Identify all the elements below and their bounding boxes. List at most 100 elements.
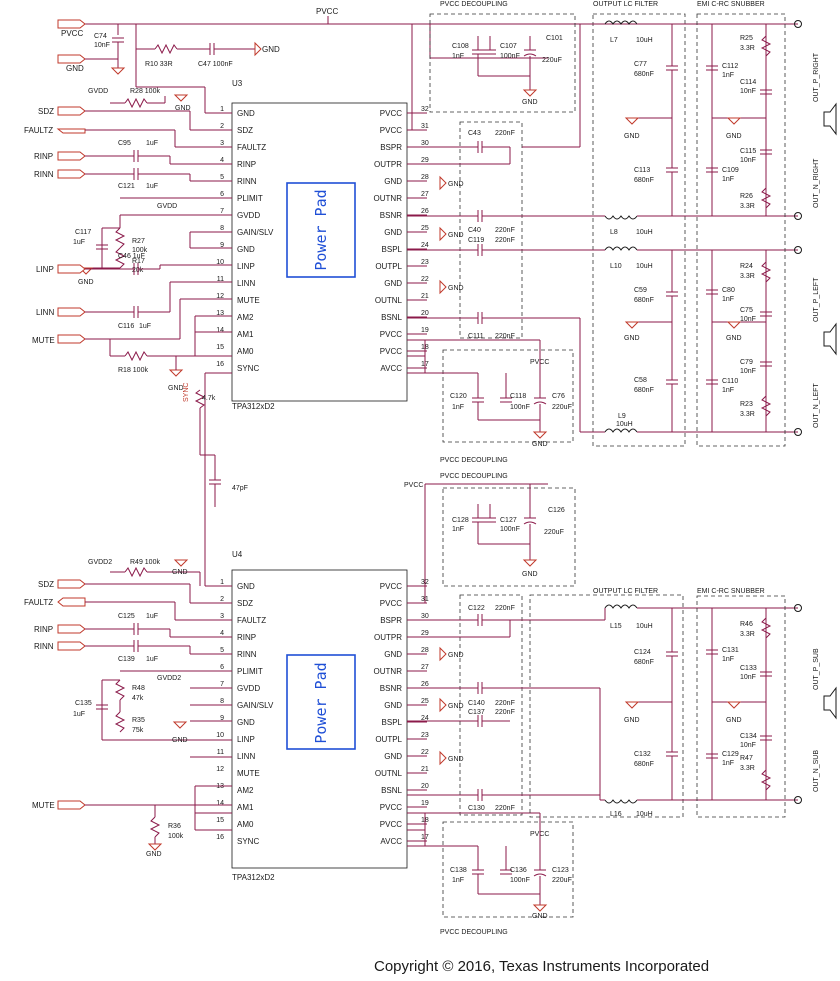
port-rinn-u4-label: RINN bbox=[34, 642, 54, 651]
ic-pin-name: OUTPR bbox=[374, 633, 402, 642]
port-pvcc[interactable] bbox=[57, 19, 86, 29]
snubber-box-u3 bbox=[696, 13, 786, 447]
c127-ref: C127 bbox=[500, 517, 517, 524]
c115-val: 10nF bbox=[740, 157, 756, 164]
l9-val: 10uH bbox=[616, 421, 633, 428]
ic-pin-name: BSPL bbox=[382, 245, 403, 254]
ic-pin-number: 22 bbox=[421, 749, 429, 756]
ic-pin-number: 8 bbox=[220, 698, 224, 705]
c114-val: 10nF bbox=[740, 88, 756, 95]
ic-pin-number: 4 bbox=[220, 157, 224, 164]
u4-power-pad bbox=[286, 654, 356, 750]
c133-ref: C133 bbox=[740, 665, 757, 672]
c122-ref: C122 bbox=[468, 605, 485, 612]
ic-pin-number: 11 bbox=[217, 749, 224, 756]
l10-val: 10uH bbox=[636, 263, 653, 270]
ic-pin-number: 21 bbox=[421, 766, 429, 773]
port-faultz[interactable] bbox=[56, 128, 86, 134]
c130-ref: C130 bbox=[468, 805, 485, 812]
c75-ref: C75 bbox=[740, 307, 753, 314]
c43-val: 220nF bbox=[495, 130, 515, 137]
ic-pin-name: PVCC bbox=[380, 820, 402, 829]
port-faultz-u4[interactable] bbox=[57, 597, 86, 607]
decoupling-title-u4b: PVCC DECOUPLING bbox=[440, 929, 508, 936]
port-gnd[interactable] bbox=[57, 54, 86, 64]
ic-pin-name: BSPR bbox=[380, 616, 402, 625]
ic-pin-name: AM2 bbox=[237, 786, 254, 795]
out-p-right-label: OUT_P_RIGHT bbox=[813, 52, 820, 102]
r47-ref: R47 bbox=[740, 755, 753, 762]
inductor-l15 bbox=[604, 604, 638, 609]
c138-ref: C138 bbox=[450, 867, 467, 874]
gnd-dec-u3b: GND bbox=[532, 441, 548, 448]
r36-val: 100k bbox=[168, 833, 184, 840]
c112-ref: C112 bbox=[722, 63, 738, 70]
port-sdz-label: SDZ bbox=[38, 107, 54, 116]
port-linp[interactable] bbox=[57, 264, 86, 274]
port-sdz-u4[interactable] bbox=[57, 579, 86, 589]
sync-label-u3: SYNC bbox=[183, 383, 190, 402]
port-sdz[interactable] bbox=[57, 106, 86, 116]
c74-ref: C74 bbox=[94, 33, 107, 40]
c109-ref: C109 bbox=[722, 167, 739, 174]
port-rinp-u4[interactable] bbox=[57, 624, 86, 634]
ic-pin-number: 26 bbox=[421, 681, 429, 688]
ic-pin-number: 12 bbox=[216, 293, 224, 300]
ic-pin-name: SDZ bbox=[237, 126, 253, 135]
ic-pin-name: BSNL bbox=[381, 313, 402, 322]
speaker-sub-icon bbox=[823, 686, 837, 720]
ic-pin-name: AVCC bbox=[380, 837, 402, 846]
port-mute-u4[interactable] bbox=[57, 800, 86, 810]
c109-val: 1nF bbox=[722, 176, 734, 183]
ic-pin-name: LINP bbox=[237, 262, 255, 271]
port-mute[interactable] bbox=[57, 334, 86, 344]
port-rinn-label: RINN bbox=[34, 170, 54, 179]
ic-pin-number: 5 bbox=[220, 647, 224, 654]
ic-pin-name: AM0 bbox=[237, 820, 254, 829]
c118-val: 100nF bbox=[510, 404, 530, 411]
ic-pin-name: GND bbox=[384, 279, 402, 288]
ic-pin-number: 21 bbox=[421, 293, 429, 300]
r48-val: 47k bbox=[132, 695, 144, 702]
out-n-sub-label: OUT_N_SUB bbox=[813, 750, 820, 792]
ic-pin-number: 16 bbox=[216, 834, 224, 841]
c107-val: 100nF bbox=[500, 53, 520, 60]
port-linn[interactable] bbox=[57, 307, 86, 317]
c47-label: C47 100nF bbox=[198, 61, 233, 68]
u4-ref: U4 bbox=[232, 550, 243, 559]
ic-pin-name: OUTNL bbox=[375, 296, 403, 305]
c126-val: 220uF bbox=[544, 529, 564, 536]
ic-pin-name: GND bbox=[384, 650, 402, 659]
ic-pin-number: 7 bbox=[220, 208, 224, 215]
port-rinp[interactable] bbox=[57, 151, 86, 161]
c95-ref: C95 bbox=[118, 140, 131, 147]
c110-ref: C110 bbox=[722, 378, 738, 385]
decoupling-box-u4b bbox=[442, 821, 574, 918]
port-sdz-u4-label: SDZ bbox=[38, 580, 54, 589]
port-rinn[interactable] bbox=[57, 169, 86, 179]
decoupling-title-u3b: PVCC DECOUPLING bbox=[440, 457, 508, 464]
c77-val: 680nF bbox=[634, 71, 654, 78]
ic-pin-name: RINN bbox=[237, 650, 257, 659]
gnd-u3-3: GND bbox=[168, 385, 184, 392]
l8-val: 10uH bbox=[636, 229, 653, 236]
u4-outputs: OUT_P_SUB OUT_N_SUB bbox=[794, 604, 837, 804]
out-terminal-n-right bbox=[794, 212, 802, 220]
u4-output-filter: OUTPUT LC FILTER L15 10uH C124 680nF GND… bbox=[510, 588, 798, 818]
u4-bootstrap: PVCC C122 220nF C140 220nF C137 220nF C1… bbox=[404, 482, 523, 816]
c110-val: 1nF bbox=[722, 387, 734, 394]
ic-pin-name: OUTPR bbox=[374, 160, 402, 169]
r26-ref: R26 bbox=[740, 193, 753, 200]
gnd-snub-u4: GND bbox=[726, 717, 742, 724]
l7-ref: L7 bbox=[610, 37, 618, 44]
ic-pin-name: GND bbox=[384, 701, 402, 710]
c58-val: 680nF bbox=[634, 387, 654, 394]
port-rinn-u4[interactable] bbox=[57, 641, 86, 651]
r18-label: R18 100k bbox=[118, 367, 148, 374]
port-pvcc-label: PVCC bbox=[61, 29, 83, 38]
out-terminal-p-left bbox=[794, 246, 802, 254]
c139-val: 1uF bbox=[146, 656, 158, 663]
ic-pin-name: PVCC bbox=[380, 582, 402, 591]
